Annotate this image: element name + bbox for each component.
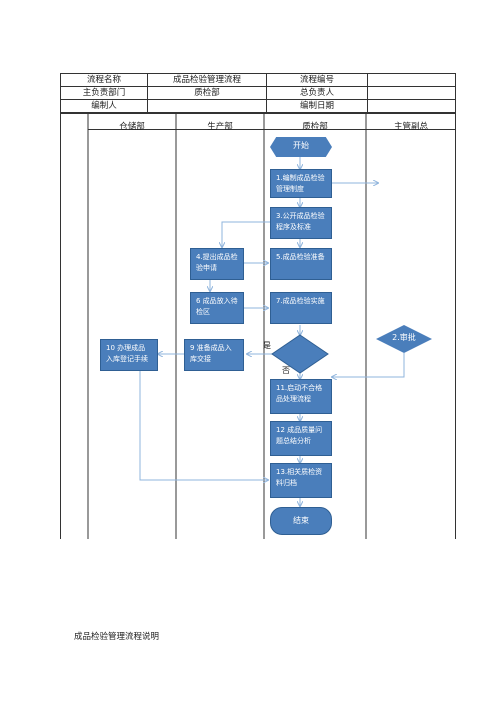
step-4-label: 4.提出成品检验申请 [196, 253, 238, 272]
step-5: 5.成品检验准备 [270, 248, 332, 280]
step-1: 1.编制成品检验管理制度 [270, 169, 332, 198]
footer-caption: 成品检验管理流程说明 [74, 632, 160, 642]
date-value [367, 99, 456, 113]
process-name-value: 成品检验管理流程 [147, 73, 267, 87]
flowchart-lines [60, 113, 456, 539]
process-no-value [367, 73, 456, 87]
step-1-label: 1.编制成品检验管理制度 [276, 174, 325, 193]
step-12-label: 12 成品质量问题总结分析 [276, 426, 323, 445]
step-10-label: 10 办理成品入库登记手续 [106, 344, 148, 363]
yes-label: 是 [263, 341, 271, 350]
start-node: 开始 [270, 137, 332, 157]
step-4: 4.提出成品检验申请 [190, 248, 244, 280]
owner-value [367, 86, 456, 100]
owner-label: 总负责人 [266, 86, 368, 100]
process-no-label: 流程编号 [266, 73, 368, 87]
step-6-label: 6 成品放入待检区 [196, 297, 238, 316]
step-7: 7.成品检验实施 [270, 292, 332, 324]
step-12: 12 成品质量问题总结分析 [270, 421, 332, 456]
step-13: 13.相关质检资料归档 [270, 463, 332, 498]
lane-vp: 主管副总 [393, 122, 428, 132]
no-label: 否 [282, 366, 290, 375]
step-9-label: 9 准备成品入库交接 [190, 344, 232, 363]
flowchart-board [60, 113, 456, 539]
step-5-label: 5.成品检验准备 [276, 253, 325, 261]
step-7-label: 7.成品检验实施 [276, 297, 325, 305]
step-2-label: 2.审批 [392, 333, 416, 342]
date-label: 编制日期 [266, 99, 368, 113]
end-node: 结束 [270, 507, 332, 535]
dept-value: 质检部 [147, 86, 267, 100]
step-3: 3.公开成品检验程序及标准 [270, 207, 332, 239]
step-10: 10 办理成品入库登记手续 [100, 339, 158, 371]
lane-production: 生产部 [207, 122, 233, 132]
dept-label: 主负责部门 [60, 86, 148, 100]
decision-diamond [271, 334, 329, 374]
step-6: 6 成品放入待检区 [190, 292, 244, 324]
process-name-label: 流程名称 [60, 73, 148, 87]
lane-quality: 质检部 [302, 122, 328, 132]
header-table: 流程名称 成品检验管理流程 流程编号 主负责部门 质检部 总负责人 编制人 编制… [60, 73, 456, 113]
start-label: 开始 [293, 141, 309, 150]
lane-warehouse: 仓储部 [119, 122, 145, 132]
editor-label: 编制人 [60, 99, 148, 113]
step-3-label: 3.公开成品检验程序及标准 [276, 212, 325, 231]
step-11: 11.启动不合格品处理流程 [270, 379, 332, 414]
editor-value [147, 99, 267, 113]
end-label: 结束 [293, 516, 309, 525]
step-9: 9 准备成品入库交接 [184, 339, 244, 371]
step-11-label: 11.启动不合格品处理流程 [276, 384, 323, 403]
step-13-label: 13.相关质检资料归档 [276, 468, 323, 487]
